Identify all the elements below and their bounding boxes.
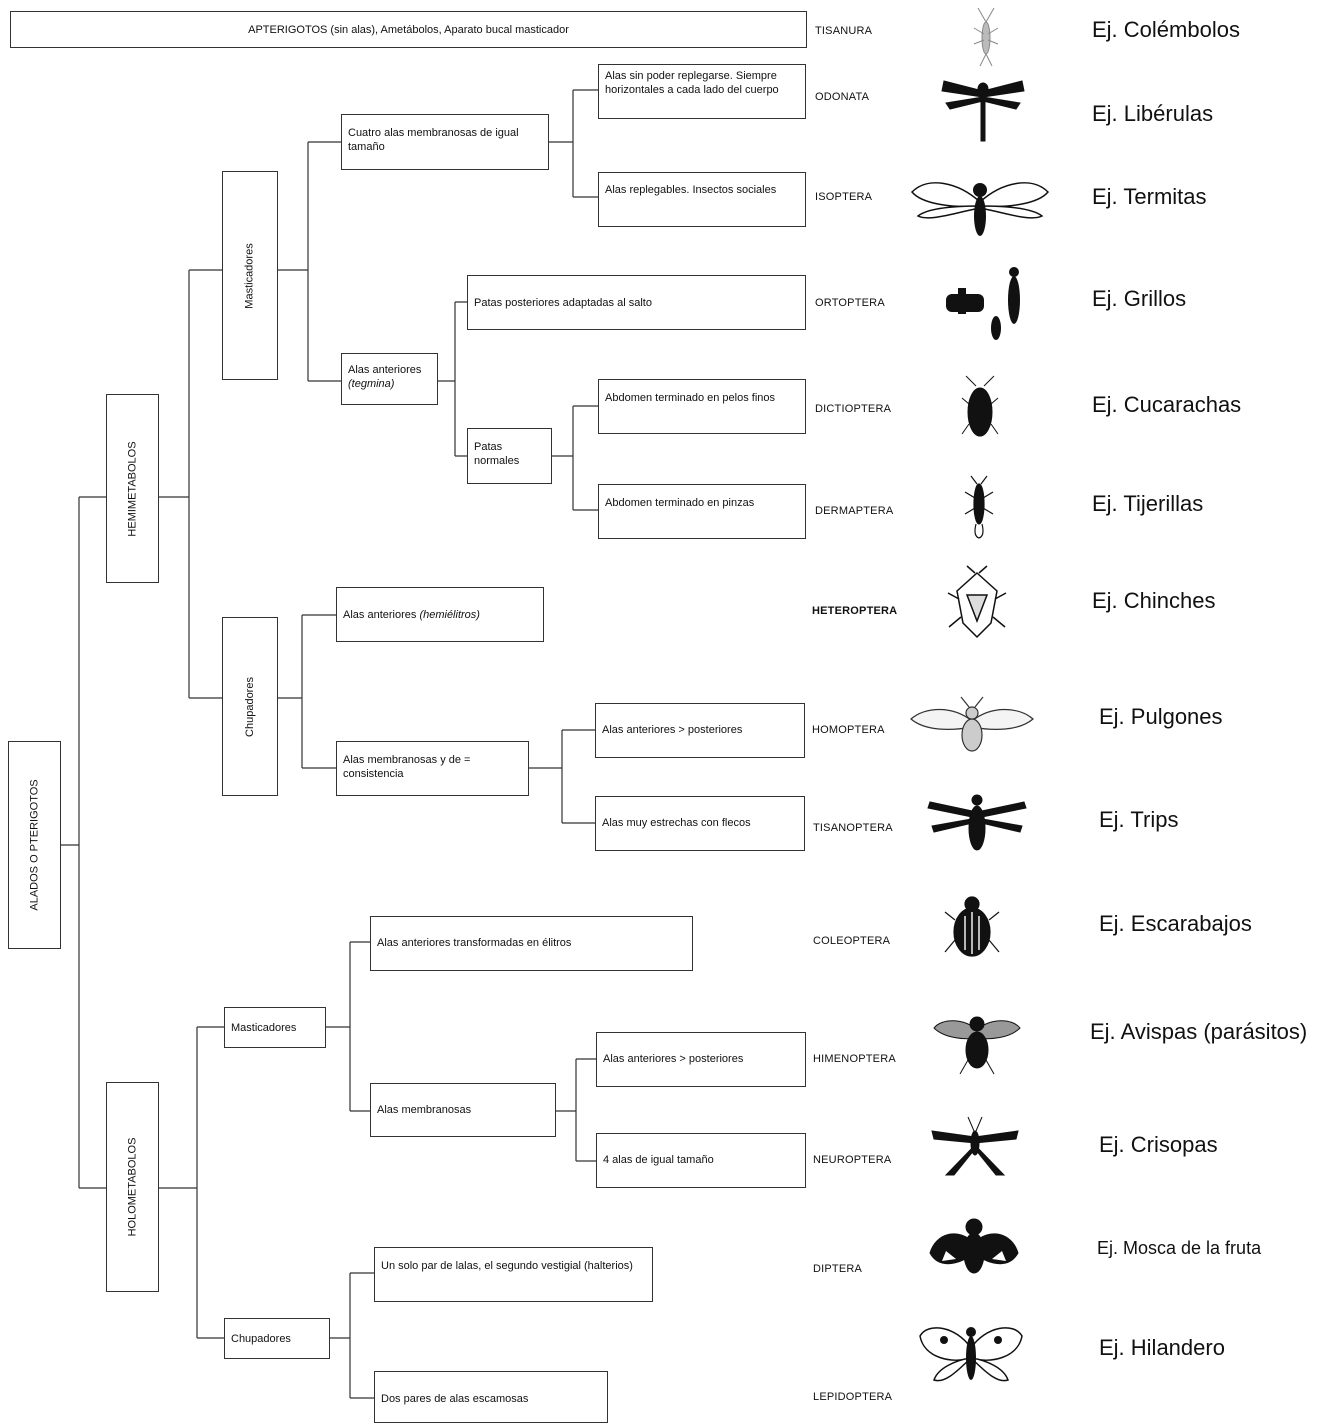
cucaracha-icon <box>961 375 999 437</box>
holo-chupadores-box: Chupadores <box>224 1318 330 1359</box>
order-tisanura: TISANURA <box>815 25 873 37</box>
pterygota-label: ALADOS O PTERIGOTOS <box>28 779 41 911</box>
elitros-label: Alas anteriores transformadas en élitros <box>377 937 572 949</box>
holo-masticadores-label: Masticadores <box>231 1022 297 1034</box>
order-heteroptera: HETEROPTERA <box>812 605 898 617</box>
lepidoptera-desc-label: Dos pares de alas escamosas <box>381 1393 529 1405</box>
order-coleoptera: COLEOPTERA <box>813 935 891 947</box>
holo-alas-memb-box: Alas membranosas <box>370 1083 556 1137</box>
odonata-desc-box: Alas sin poder replegarse. Siempre horiz… <box>598 64 806 119</box>
cuatro-alas-box: Cuatro alas membranosas de igual tamaño <box>341 114 549 170</box>
termita-icon <box>910 182 1050 236</box>
example-avispas: Ej. Avispas (parásitos) <box>1090 1019 1308 1044</box>
isoptera-desc-label: Alas replegables. Insectos sociales <box>605 184 777 196</box>
homoptera-desc-label: Alas anteriores > posteriores <box>602 724 743 736</box>
example-grillos: Ej. Grillos <box>1092 286 1187 311</box>
escarabajo-icon <box>944 896 1000 957</box>
odonata-desc-label: Alas sin poder replegarse. Siempre horiz… <box>605 70 779 96</box>
hemimetabolos-box: HEMIMETABOLOS <box>106 394 159 583</box>
example-tijerillas: Ej. Tijerillas <box>1092 491 1204 516</box>
polilla-icon <box>919 1327 1023 1382</box>
hemi-masticadores-box: Masticadores <box>222 171 278 380</box>
order-lepidoptera: LEPIDOPTERA <box>813 1391 893 1403</box>
isoptera-desc-box: Alas replegables. Insectos sociales <box>598 172 806 227</box>
apterygota-label: APTERIGOTOS (sin alas), Ametábolos, Apar… <box>248 23 569 36</box>
example-mosca: Ej. Mosca de la fruta <box>1097 1238 1262 1258</box>
example-colembolos: Ej. Colémbolos <box>1092 17 1240 42</box>
himenoptera-desc-box: Alas anteriores > posteriores <box>596 1032 806 1087</box>
dictioptera-desc-label: Abdomen terminado en pelos finos <box>605 392 775 404</box>
holo-masticadores-box: Masticadores <box>224 1007 326 1048</box>
example-chinches: Ej. Chinches <box>1092 588 1216 613</box>
hemi-chupadores-label: Chupadores <box>244 676 256 737</box>
diptera-desc-box: Un solo par de lalas, el segundo vestigi… <box>374 1247 653 1302</box>
alas-memb-cons-box: Alas membranosas y de = consistencia <box>336 741 529 796</box>
pulgon-icon <box>910 696 1034 752</box>
crisopa-icon <box>931 1116 1019 1176</box>
apterygota-box: APTERIGOTOS (sin alas), Ametábolos, Apar… <box>10 11 807 48</box>
example-crisopas: Ej. Crisopas <box>1099 1132 1218 1157</box>
order-dermaptera: DERMAPTERA <box>815 505 894 517</box>
neuroptera-desc-label: 4 alas de igual tamaño <box>603 1154 714 1166</box>
holo-alas-memb-label: Alas membranosas <box>377 1104 472 1116</box>
example-trips: Ej. Trips <box>1099 807 1179 832</box>
diptera-desc-label: Un solo par de lalas, el segundo vestigi… <box>381 1260 633 1272</box>
order-dictioptera: DICTIOPTERA <box>815 403 892 415</box>
himenoptera-desc-label: Alas anteriores > posteriores <box>603 1053 744 1065</box>
hemielitros-italic: (hemiélitros) <box>419 609 480 621</box>
example-escarabajos: Ej. Escarabajos <box>1099 911 1252 936</box>
order-isoptera: ISOPTERA <box>815 191 873 203</box>
holo-chupadores-label: Chupadores <box>231 1333 291 1345</box>
holometabolos-box: HOLOMETABOLOS <box>106 1082 159 1292</box>
example-termitas: Ej. Termitas <box>1092 184 1207 209</box>
tegmina-italic: (tegmina) <box>348 378 395 390</box>
hemimetabolos-label: HEMIMETABOLOS <box>126 440 139 537</box>
tijerilla-icon <box>964 475 994 539</box>
order-homoptera: HOMOPTERA <box>812 724 885 736</box>
order-tisanoptera: TISANOPTERA <box>813 822 893 834</box>
order-neuroptera: NEUROPTERA <box>813 1154 892 1166</box>
patas-normales-label: Patas normales <box>474 441 520 467</box>
tisanoptera-desc-box: Alas muy estrechas con flecos <box>595 796 805 851</box>
patas-normales-box: Patas normales <box>467 428 552 484</box>
lepidoptera-desc-box: Dos pares de alas escamosas <box>374 1371 608 1423</box>
trips-icon <box>927 794 1027 851</box>
pterygota-box: ALADOS O PTERIGOTOS <box>8 741 61 949</box>
example-pulgones: Ej. Pulgones <box>1099 704 1223 729</box>
chinche-icon <box>947 565 1007 639</box>
cuatro-alas-label: Cuatro alas membranosas de igual tamaño <box>348 127 519 153</box>
neuroptera-desc-box: 4 alas de igual tamaño <box>596 1133 806 1188</box>
elitros-box: Alas anteriores transformadas en élitros <box>370 916 693 971</box>
dictioptera-desc-box: Abdomen terminado en pelos finos <box>598 379 806 434</box>
dermaptera-desc-label: Abdomen terminado en pinzas <box>605 497 755 509</box>
dermaptera-desc-box: Abdomen terminado en pinzas <box>598 484 806 539</box>
ortoptera-desc-label: Patas posteriores adaptadas al salto <box>474 297 652 309</box>
example-hilandero: Ej. Hilandero <box>1099 1335 1225 1360</box>
example-libelulas: Ej. Libérulas <box>1092 101 1214 126</box>
alas-memb-cons-label: Alas membranosas y de = consistencia <box>343 754 471 780</box>
order-odonata: ODONATA <box>815 91 870 103</box>
order-ortoptera: ORTOPTERA <box>815 297 885 309</box>
order-diptera: DIPTERA <box>813 1263 863 1275</box>
holometabolos-label: HOLOMETABOLOS <box>126 1137 139 1237</box>
tegmina-label: Alas anteriores <box>348 364 422 376</box>
hemielitros-label: Alas anteriores <box>343 609 417 621</box>
mosca-icon <box>929 1218 1019 1274</box>
tisanoptera-desc-label: Alas muy estrechas con flecos <box>602 817 751 829</box>
grillo-icon <box>946 267 1020 340</box>
example-cucarachas: Ej. Cucarachas <box>1092 392 1242 417</box>
ortoptera-desc-box: Patas posteriores adaptadas al salto <box>467 275 806 330</box>
tegmina-box: Alas anteriores (tegmina) <box>341 353 438 405</box>
homoptera-desc-box: Alas anteriores > posteriores <box>595 703 805 758</box>
colembolo-icon <box>973 7 999 67</box>
libelula-icon <box>941 80 1025 142</box>
hemi-chupadores-box: Chupadores <box>222 617 278 796</box>
avispa-icon <box>933 1016 1021 1075</box>
order-himenoptera: HIMENOPTERA <box>813 1053 896 1065</box>
hemi-masticadores-label: Masticadores <box>244 242 257 309</box>
hemielitros-box: Alas anteriores (hemiélitros) <box>336 587 544 642</box>
